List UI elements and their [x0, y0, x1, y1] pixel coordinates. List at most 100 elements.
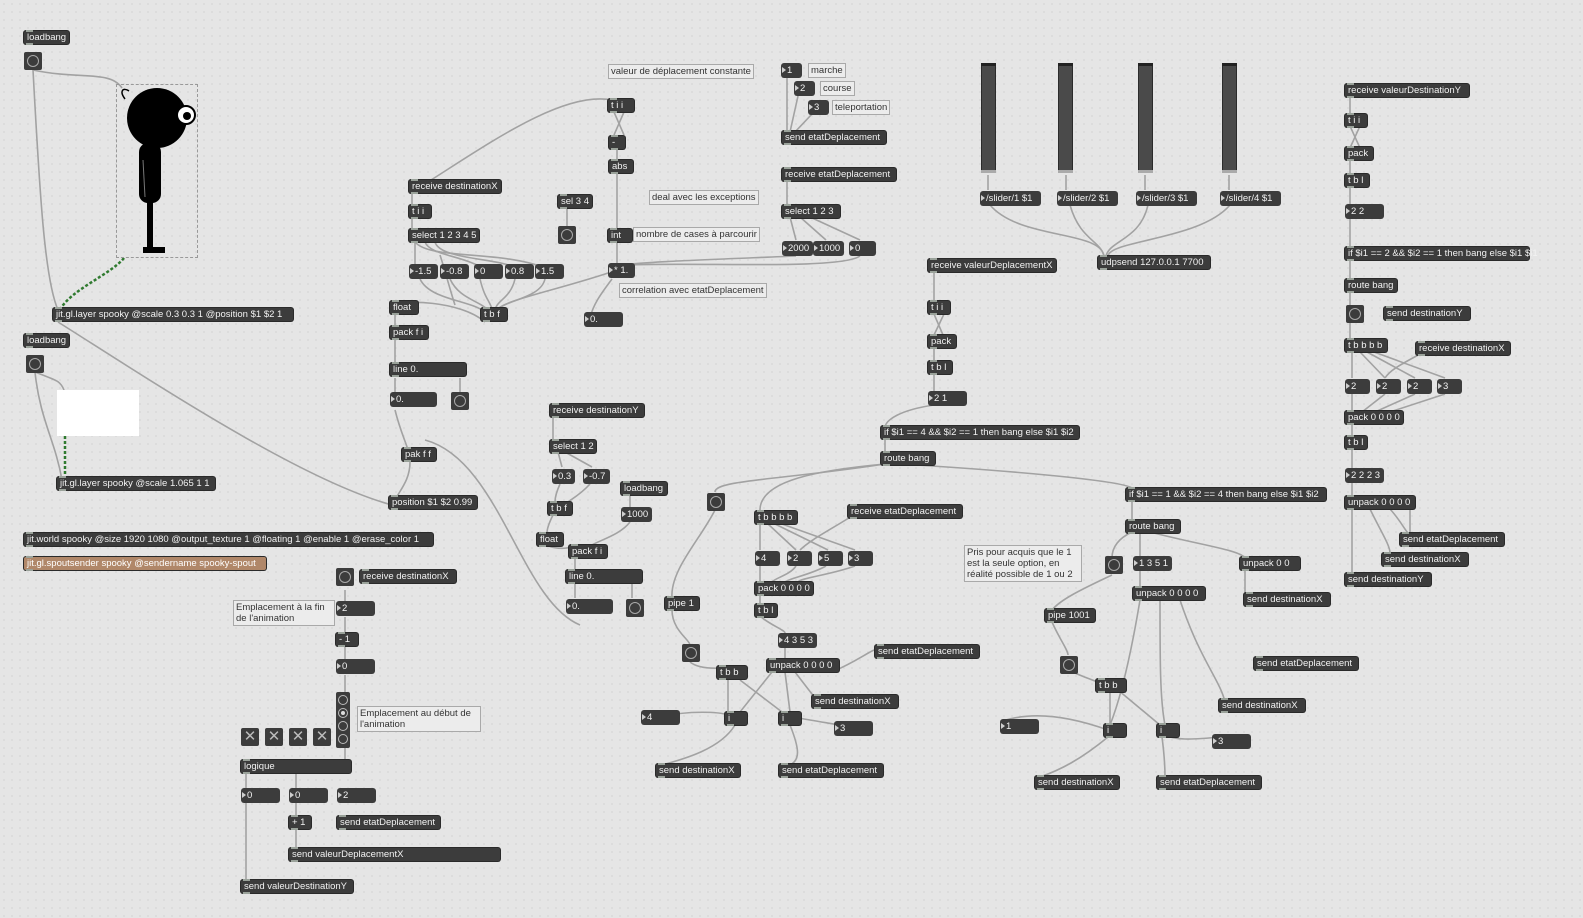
trigger-object[interactable]: t b b: [1096, 678, 1126, 693]
bang-button[interactable]: [682, 644, 700, 662]
number-box[interactable]: 0: [336, 659, 375, 674]
float-object[interactable]: float: [390, 300, 418, 315]
udpsend[interactable]: udpsend 127.0.0.1 7700: [1098, 255, 1210, 270]
bang-button[interactable]: [707, 493, 725, 511]
sel-object[interactable]: sel 3 4: [558, 194, 592, 209]
loadbang[interactable]: loadbang: [24, 333, 70, 348]
message-box[interactable]: 1: [1000, 719, 1039, 734]
pack-object[interactable]: pack f i: [390, 325, 428, 340]
if-object[interactable]: if $i1 == 1 && $i2 == 4 then bang else $…: [1126, 487, 1326, 502]
receive-etatdeplacement[interactable]: receive etatDeplacement: [848, 504, 962, 519]
message-box[interactable]: -0.8: [440, 264, 469, 279]
number-box[interactable]: 0: [241, 788, 280, 803]
multiply-object[interactable]: * 1.: [608, 263, 635, 278]
message-box[interactable]: 1: [781, 63, 802, 78]
trigger-object[interactable]: t b f: [548, 501, 572, 516]
unpack-object[interactable]: unpack 0 0: [1240, 556, 1300, 571]
slider[interactable]: [1222, 63, 1237, 173]
jit-gl-layer[interactable]: jit.gl.layer spooky @scale 0.3 0.3 1 @po…: [53, 307, 293, 322]
unpack-object[interactable]: unpack 0 0 0 0: [1133, 586, 1205, 601]
bang-button[interactable]: [336, 568, 354, 586]
bang-button[interactable]: [1105, 556, 1123, 574]
message-box[interactable]: 0.3: [552, 469, 575, 484]
bang-button[interactable]: [558, 226, 576, 244]
send-etatdeplacement[interactable]: send etatDeplacement: [1254, 656, 1358, 671]
radio-option[interactable]: [338, 708, 348, 718]
message-box[interactable]: 2: [787, 551, 812, 566]
pack-object[interactable]: pack: [928, 334, 956, 349]
message-box[interactable]: 3: [1212, 734, 1251, 749]
minus-object[interactable]: -: [609, 135, 625, 150]
trigger-object[interactable]: t i i: [409, 204, 431, 219]
message-box[interactable]: 3: [1437, 379, 1462, 394]
send-valeurdeplacementx[interactable]: send valeurDeplacementX: [289, 847, 500, 862]
pak-object[interactable]: pak f f: [402, 447, 436, 462]
message-box[interactable]: /slider/3 $1: [1136, 191, 1197, 206]
receive-etatdeplacement[interactable]: receive etatDeplacement: [782, 167, 896, 182]
bang-button[interactable]: [26, 355, 44, 373]
message-box[interactable]: 2 2 2 3: [1345, 468, 1384, 483]
message-box[interactable]: 1.5: [535, 264, 564, 279]
bang-button[interactable]: [626, 599, 644, 617]
message-box[interactable]: 5: [818, 551, 843, 566]
bang-button[interactable]: [1060, 656, 1078, 674]
slider[interactable]: [981, 63, 996, 173]
receive-valeurdestinationy[interactable]: receive valeurDestinationY: [1345, 83, 1469, 98]
unpack-object[interactable]: unpack 0 0 0 0: [1345, 495, 1415, 510]
toggle-x-icon[interactable]: ✕: [265, 728, 283, 746]
receive-destinationx[interactable]: receive destinationX: [1416, 341, 1510, 356]
line-object[interactable]: line 0.: [566, 569, 642, 584]
message-box[interactable]: /slider/2 $1: [1057, 191, 1118, 206]
int-object[interactable]: i: [1104, 723, 1126, 738]
message-box[interactable]: 4: [755, 551, 780, 566]
send-destinationx[interactable]: send destinationX: [656, 763, 740, 778]
trigger-object[interactable]: t b b b b: [1345, 338, 1387, 353]
message-box[interactable]: 2 1: [928, 391, 967, 406]
float-object[interactable]: float: [537, 532, 563, 547]
send-destinationx[interactable]: send destinationX: [1035, 775, 1119, 790]
route-object[interactable]: route bang: [1345, 278, 1397, 293]
message-box[interactable]: 4 3 5 3: [778, 633, 817, 648]
bang-button[interactable]: [451, 392, 469, 410]
pack-object[interactable]: pack 0 0 0 0: [1345, 410, 1403, 425]
send-etatdeplacement[interactable]: send etatDeplacement: [875, 644, 979, 659]
number-box[interactable]: 0.: [390, 392, 437, 407]
if-object[interactable]: if $i1 == 4 && $i2 == 1 then bang else $…: [881, 425, 1079, 440]
message-box[interactable]: 0: [849, 241, 876, 256]
message-box[interactable]: -0.7: [583, 469, 610, 484]
pack-object[interactable]: pack 0 0 0 0: [755, 581, 813, 596]
int-object[interactable]: i: [1157, 723, 1179, 738]
message-box[interactable]: 1000: [813, 241, 844, 256]
message-box[interactable]: 2 2: [1345, 204, 1384, 219]
select-object[interactable]: select 1 2 3 4 5: [409, 228, 479, 243]
line-object[interactable]: line 0.: [390, 362, 466, 377]
trigger-object[interactable]: t b b: [717, 665, 747, 680]
message-box[interactable]: /slider/4 $1: [1220, 191, 1281, 206]
bang-button[interactable]: [1346, 305, 1364, 323]
radio-option[interactable]: [338, 734, 348, 744]
abs-object[interactable]: abs: [609, 159, 633, 174]
number-box[interactable]: 2: [336, 601, 375, 616]
send-etatdeplacement[interactable]: send etatDeplacement: [782, 130, 886, 145]
message-box[interactable]: 1 3 5 1: [1133, 556, 1172, 571]
jit-gl-layer[interactable]: jit.gl.layer spooky @scale 1.065 1 1: [57, 476, 215, 491]
trigger-object[interactable]: t i i: [1345, 113, 1367, 128]
send-etatdeplacement[interactable]: send etatDeplacement: [779, 763, 883, 778]
pack-object[interactable]: pack f i: [569, 544, 607, 559]
loadbang[interactable]: loadbang: [621, 481, 667, 496]
select-object[interactable]: select 1 2: [550, 439, 596, 454]
int-object[interactable]: i: [779, 711, 801, 726]
message-box[interactable]: /slider/1 $1: [980, 191, 1041, 206]
radio-group[interactable]: [336, 692, 350, 748]
send-destinationx[interactable]: send destinationX: [1219, 698, 1305, 713]
minus-object[interactable]: - 1: [336, 632, 358, 647]
send-valeurdestinationy[interactable]: send valeurDestinationY: [241, 879, 353, 894]
unpack-object[interactable]: unpack 0 0 0 0: [767, 658, 839, 673]
message-box[interactable]: 2: [1407, 379, 1432, 394]
message-box[interactable]: 2: [1376, 379, 1401, 394]
send-destinationx[interactable]: send destinationX: [1244, 592, 1330, 607]
send-destinationx[interactable]: send destinationX: [812, 694, 898, 709]
send-destinationx[interactable]: send destinationX: [1382, 552, 1468, 567]
message-box[interactable]: 2: [1345, 379, 1370, 394]
route-object[interactable]: route bang: [1126, 519, 1180, 534]
